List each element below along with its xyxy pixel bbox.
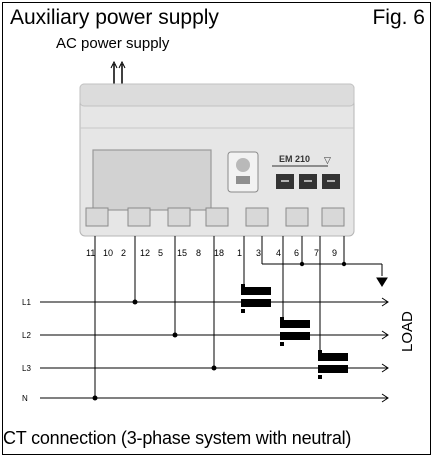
terminal-label: 15 <box>177 248 187 258</box>
load-label: LOAD <box>399 311 416 352</box>
terminal-label: 2 <box>121 248 126 258</box>
ac-arrow-icon <box>110 60 126 69</box>
ground-icon <box>376 277 388 287</box>
terminal-label: 18 <box>214 248 224 258</box>
terminal-label: 9 <box>332 248 337 258</box>
figure-number: Fig. 6 <box>372 6 425 29</box>
svg-text:▽: ▽ <box>324 155 331 165</box>
terminal-labels: 11 10 2 12 5 15 8 18 1 3 4 6 7 9 <box>86 248 337 258</box>
terminal-label: 7 <box>314 248 319 258</box>
figure-caption: CT connection (3-phase system with neutr… <box>3 428 352 448</box>
terminal-blocks <box>85 207 345 227</box>
terminal-label: 11 <box>86 248 95 258</box>
terminal-label: 3 <box>256 248 261 258</box>
line-label: L3 <box>22 364 31 373</box>
terminal-label: 6 <box>294 248 299 258</box>
load-arrow-icons <box>381 297 389 403</box>
energy-meter-device: EM 210 ▽ <box>79 83 355 237</box>
line-label: L1 <box>22 298 31 307</box>
terminal-label: 4 <box>276 248 281 258</box>
meter-face-icon <box>227 151 259 193</box>
junction-dots <box>92 261 347 401</box>
ct-l2 <box>280 317 310 346</box>
lcd-display <box>92 149 212 211</box>
line-label: N <box>22 394 28 403</box>
terminal-label: 1 <box>237 248 242 258</box>
figure-title: Auxiliary power supply <box>10 6 219 29</box>
terminal-label: 10 <box>103 248 113 258</box>
line-label: L2 <box>22 331 31 340</box>
ct-l1 <box>241 284 271 313</box>
terminal-label: 8 <box>196 248 201 258</box>
ac-supply-label: AC power supply <box>56 35 170 52</box>
device-brand-text: EM 210 <box>279 154 310 164</box>
wiring <box>94 236 388 398</box>
terminal-label: 5 <box>158 248 163 258</box>
ct-l3 <box>318 350 348 379</box>
figure-frame <box>2 2 431 455</box>
terminal-label: 12 <box>140 248 150 258</box>
